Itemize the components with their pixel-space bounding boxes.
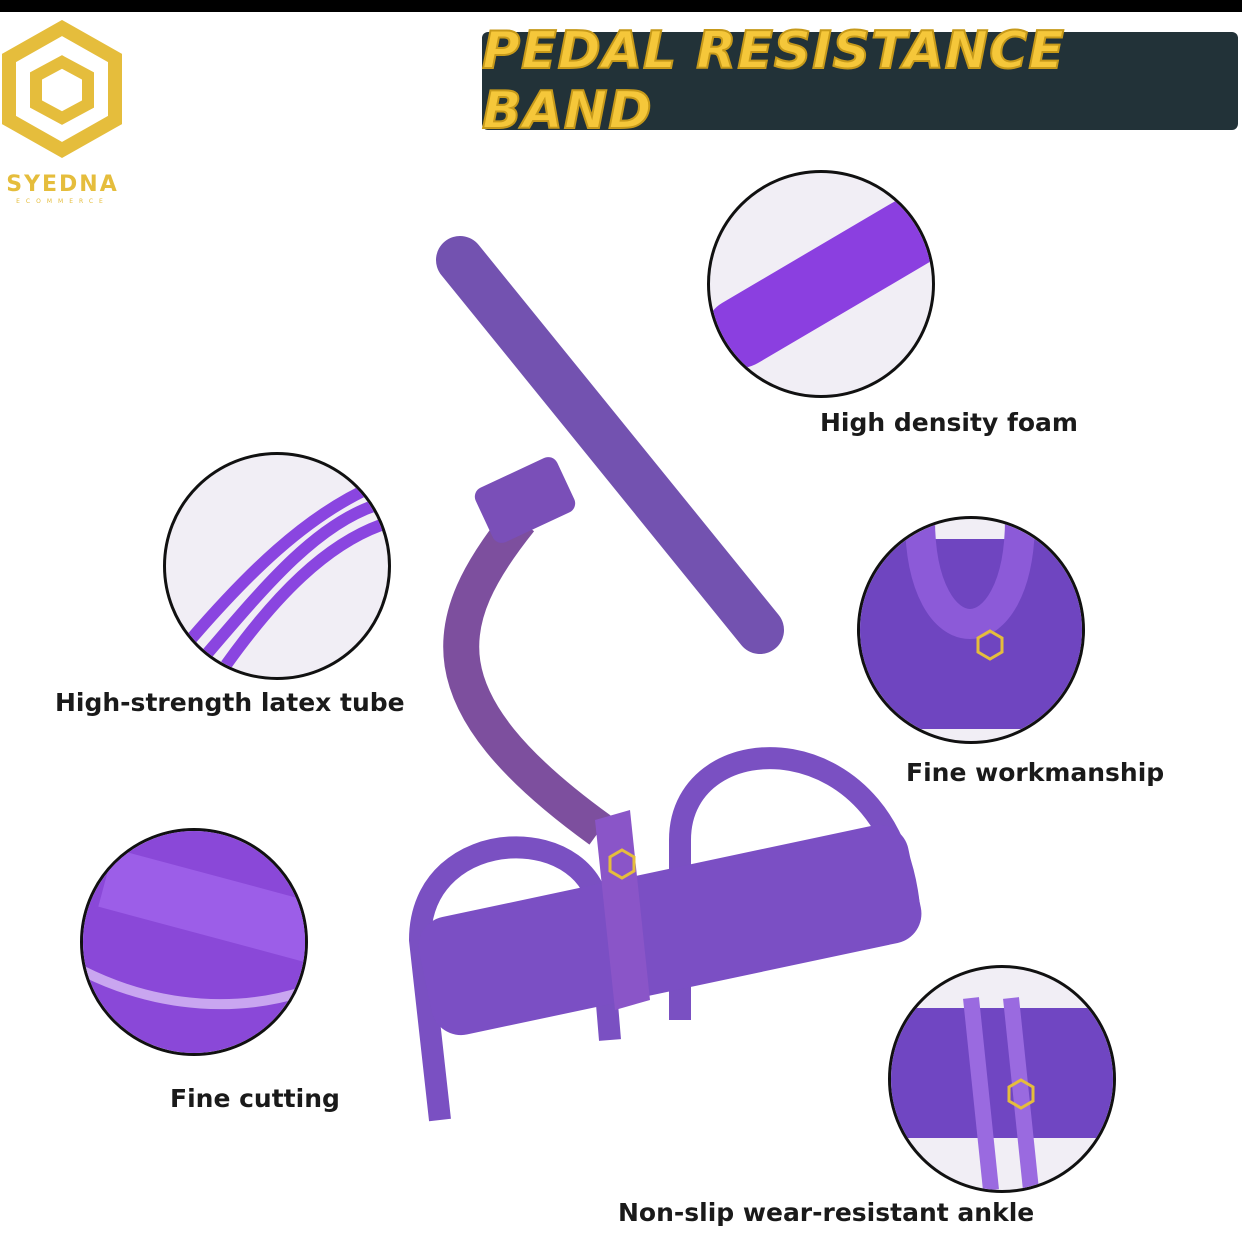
feature-image-ankle (888, 965, 1116, 1193)
title-banner: PEDAL RESISTANCE BAND (481, 20, 1238, 142)
banner-title: PEDAL RESISTANCE BAND (481, 20, 1065, 142)
logo-name: SYEDNA (6, 172, 119, 197)
product-image (408, 236, 922, 1122)
hexagon-logo-icon (2, 20, 122, 159)
feature-image-cutting (80, 828, 308, 1056)
feature-label-tube: High-strength latex tube (55, 688, 405, 717)
brand-logo: SYEDNA ECOMMERCE (0, 20, 125, 205)
feature-image-workmanship (857, 516, 1085, 744)
feature-image-foam (707, 170, 935, 398)
feature-label-ankle: Non-slip wear-resistant ankle (618, 1198, 1035, 1227)
top-bar (0, 0, 1242, 12)
feature-image-tube (163, 452, 391, 680)
feature-label-workmanship: Fine workmanship (906, 758, 1165, 787)
feature-label-foam: High density foam (820, 408, 1078, 437)
logo-tagline: ECOMMERCE (16, 198, 109, 205)
feature-label-cutting: Fine cutting (170, 1084, 340, 1113)
